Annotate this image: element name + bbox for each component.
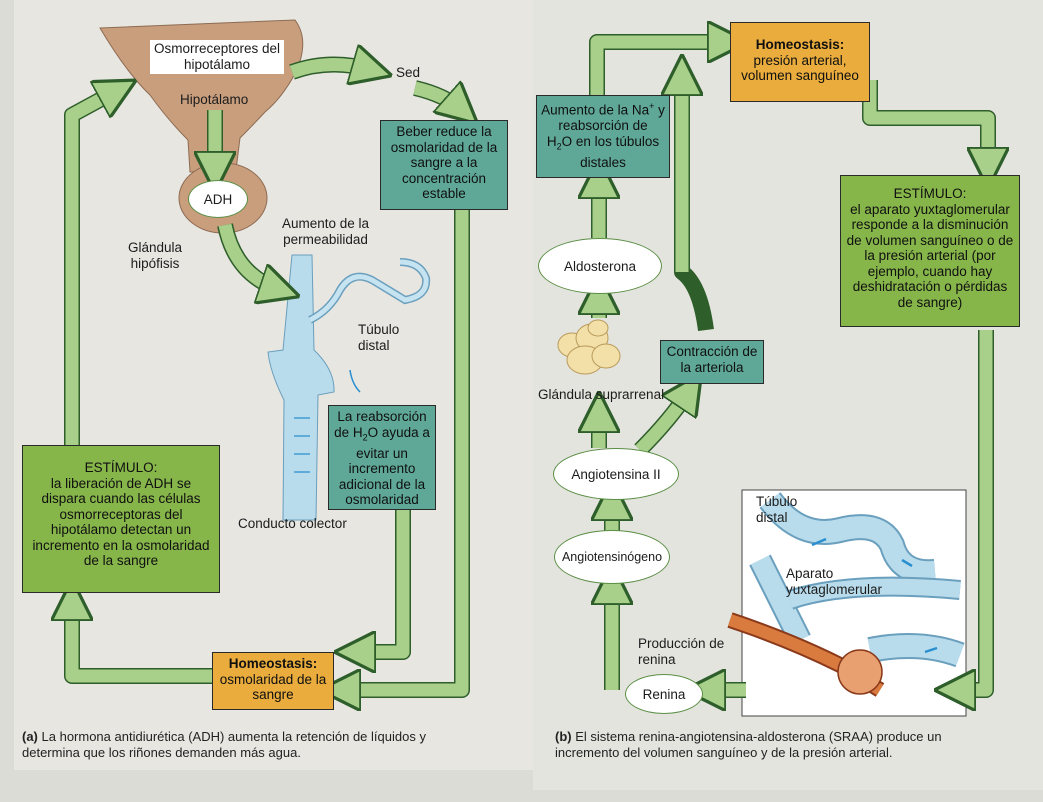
adrenal-gland-illustration: [557, 319, 621, 375]
reabsorption-box: La reabsorción de H2O ayuda a evitar un …: [328, 405, 436, 510]
caption-b-tag: (b): [555, 729, 572, 744]
collector-label: Conducto colector: [238, 516, 347, 531]
panel-a-arrows: [72, 64, 462, 690]
angiotensinogen-oval: Angiotensinógeno: [554, 530, 670, 584]
stimulus-a-head: ESTÍMULO:: [84, 460, 158, 475]
inset-apparatus-label: Aparato yuxtaglomerular: [786, 566, 883, 597]
caption-b: (b) El sistema renina-angiotensina-aldos…: [555, 729, 995, 761]
collecting-duct-illustration: [267, 254, 431, 521]
panel-b-arrows: [597, 42, 988, 690]
stimulus-a-box: ESTÍMULO: la liberación de ADH se dispar…: [22, 445, 220, 593]
renin-production-label: Producción de renina: [638, 636, 725, 667]
homeostasis-a-box: Homeostasis: osmolaridad de la sangre: [212, 652, 334, 710]
homeostasis-b-body: presión arterial, volumen sanguíneo: [741, 52, 859, 84]
caption-a-text: La hormona antidiurética (ADH) aumenta l…: [22, 729, 426, 760]
permeability-label: Aumento de la permeabilidad: [281, 216, 370, 247]
contraction-box: Contracción de la arteriola: [660, 340, 764, 384]
renin-oval: Renina: [625, 674, 703, 714]
caption-b-text: El sistema renina-angiotensina-aldostero…: [555, 729, 942, 760]
angiotensin2-oval: Angiotensina II: [553, 448, 679, 500]
sodium-box: Aumento de la Na+ y reabsorción de H2O e…: [536, 95, 670, 178]
drink-box: Beber reduce la osmolaridad de la sangre…: [380, 120, 508, 210]
na-h: H: [546, 133, 557, 149]
homeostasis-a-head: Homeostasis:: [228, 656, 318, 671]
na-sub: 2: [556, 141, 562, 152]
homeostasis-a-body: osmolaridad de la sangre: [219, 671, 327, 703]
na-line3: O en los túbulos distales: [561, 133, 660, 170]
na-line1: Aumento de la Na: [541, 102, 650, 118]
tubule-label: Túbulo distal: [358, 322, 400, 353]
na-sup: +: [649, 101, 655, 111]
reabsorption-text-pre: La reabsorción de H: [334, 409, 427, 440]
osmoreceptors-label: Osmorreceptores del hipotálamo: [150, 40, 284, 74]
homeostasis-b-box: Homeostasis: presión arterial, volumen s…: [730, 22, 870, 102]
thirst-label: Sed: [396, 65, 421, 80]
juxtaglomerular-inset: [727, 489, 967, 717]
adh-oval: ADH: [188, 180, 248, 218]
hypothalamus-label: Hipotálamo: [180, 92, 249, 107]
caption-a-tag: (a): [22, 729, 38, 744]
pituitary-label: Glándula hipófisis: [127, 240, 183, 271]
aldosterone-oval: Aldosterona: [538, 238, 662, 294]
stimulus-a-body: la liberación de ADH se dispara cuando l…: [32, 475, 210, 569]
stimulus-b-body: el aparato yuxtaglomerular responde a la…: [846, 201, 1014, 310]
stimulus-b-box: ESTÍMULO: el aparato yuxtaglomerular res…: [840, 175, 1020, 327]
reabsorption-text-post: O ayuda a evitar un incremento adicional…: [338, 424, 430, 508]
caption-a: (a) La hormona antidiurética (ADH) aumen…: [22, 729, 482, 761]
homeostasis-b-head: Homeostasis:: [755, 37, 845, 52]
na-line2: y reabsorción de: [558, 102, 665, 134]
stimulus-b-head: ESTÍMULO:: [893, 186, 967, 201]
reabsorption-subscript: 2: [362, 432, 368, 443]
adrenal-label: Glándula suprarrenal: [538, 387, 665, 402]
inset-tubule-label: Túbulo distal: [756, 494, 798, 525]
